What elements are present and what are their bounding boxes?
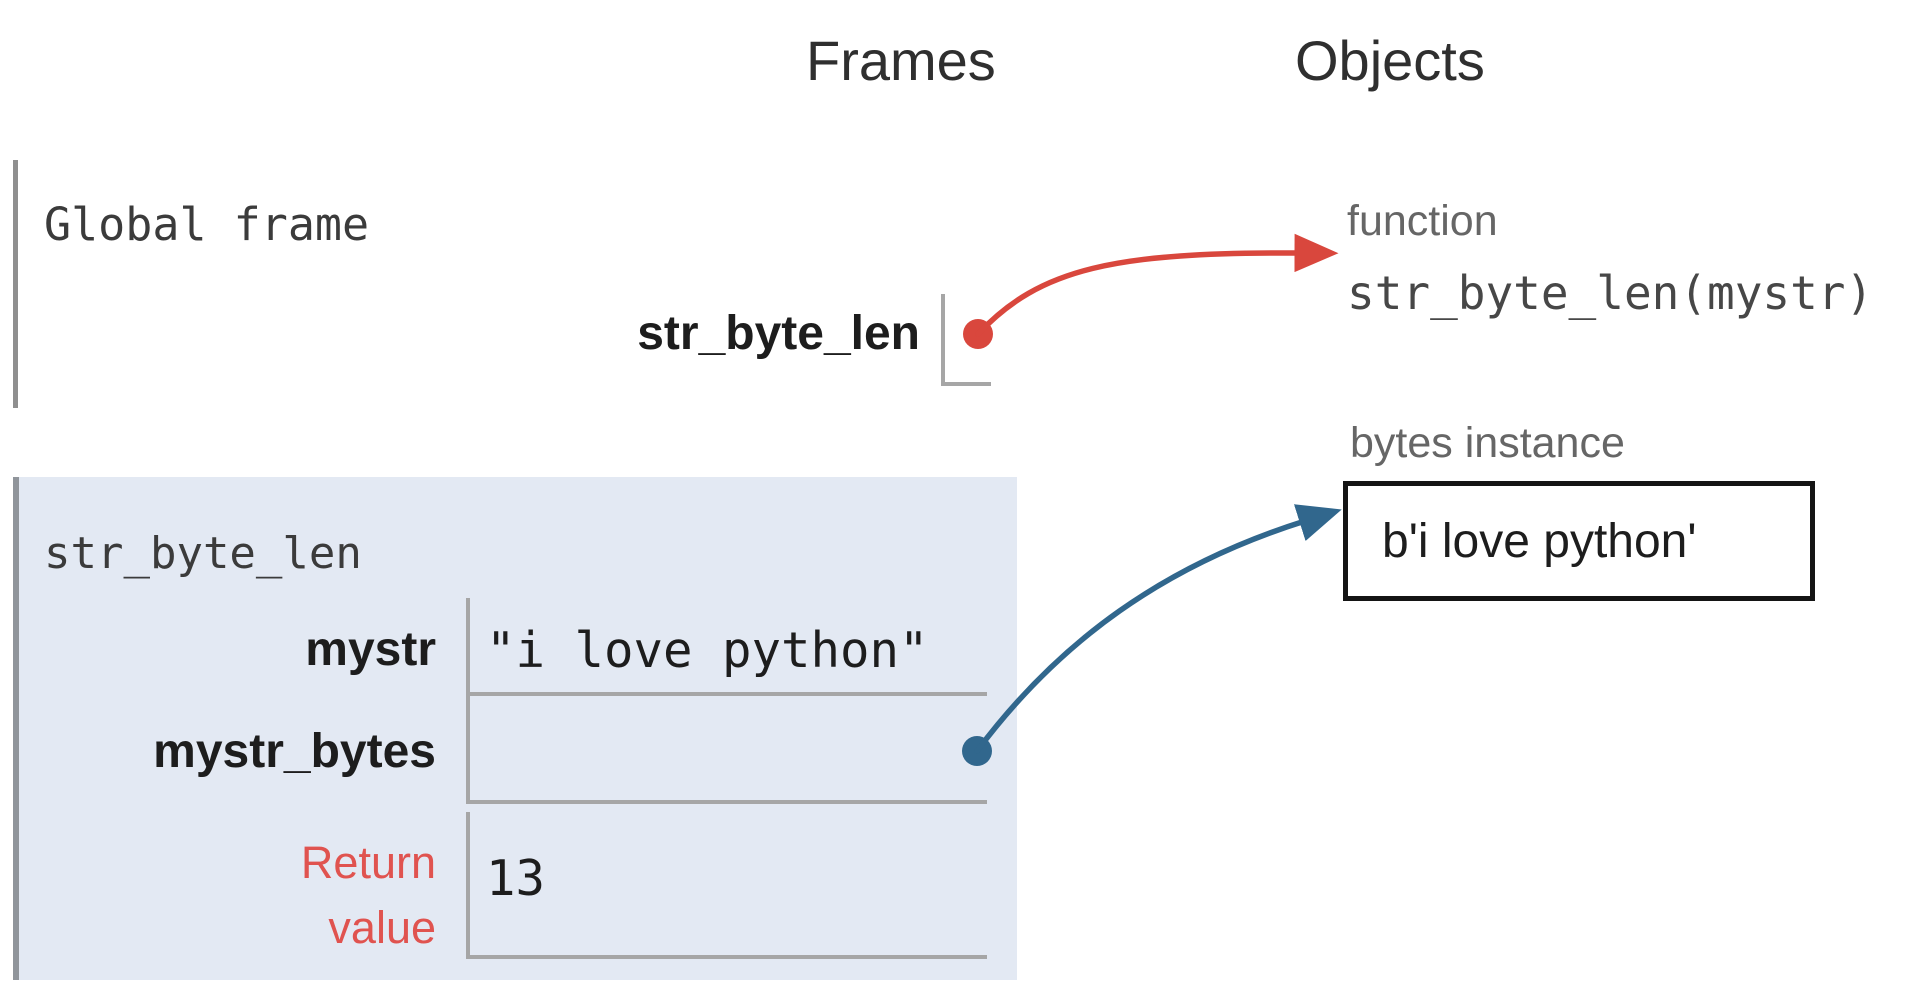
pointer-arrow-to-bytes-instance <box>974 504 1342 754</box>
return-value: 13 <box>486 850 546 907</box>
frames-column-header: Frames <box>806 29 996 92</box>
variable-value-mystr: "i love python" <box>486 622 929 679</box>
return-value-label: Return value <box>300 837 436 954</box>
variable-value-cell-str-byte-len <box>941 294 991 386</box>
global-frame-title: Global frame <box>44 198 370 251</box>
bytes-instance-box: b'i love python' <box>1343 481 1815 601</box>
bytes-instance-type-label: bytes instance <box>1350 419 1625 467</box>
function-type-label: function <box>1347 197 1498 245</box>
return-value-cell <box>466 812 987 959</box>
variable-value-cell-mystr-bytes <box>466 694 987 804</box>
variable-value-cell-mystr <box>466 598 987 696</box>
variable-name-mystr: mystr <box>305 623 436 676</box>
function-signature: str_byte_len(mystr) <box>1347 266 1874 320</box>
global-frame-left-bar <box>13 160 18 408</box>
objects-column-header: Objects <box>1295 29 1485 92</box>
pointer-arrow-to-function <box>975 233 1339 337</box>
bytes-instance-value: b'i love python' <box>1382 514 1697 568</box>
variable-name-mystr-bytes: mystr_bytes <box>153 725 436 778</box>
frame-str-byte-len <box>13 477 1017 980</box>
variable-name-str-byte-len: str_byte_len <box>637 307 920 360</box>
active-frame-title: str_byte_len <box>44 528 362 579</box>
